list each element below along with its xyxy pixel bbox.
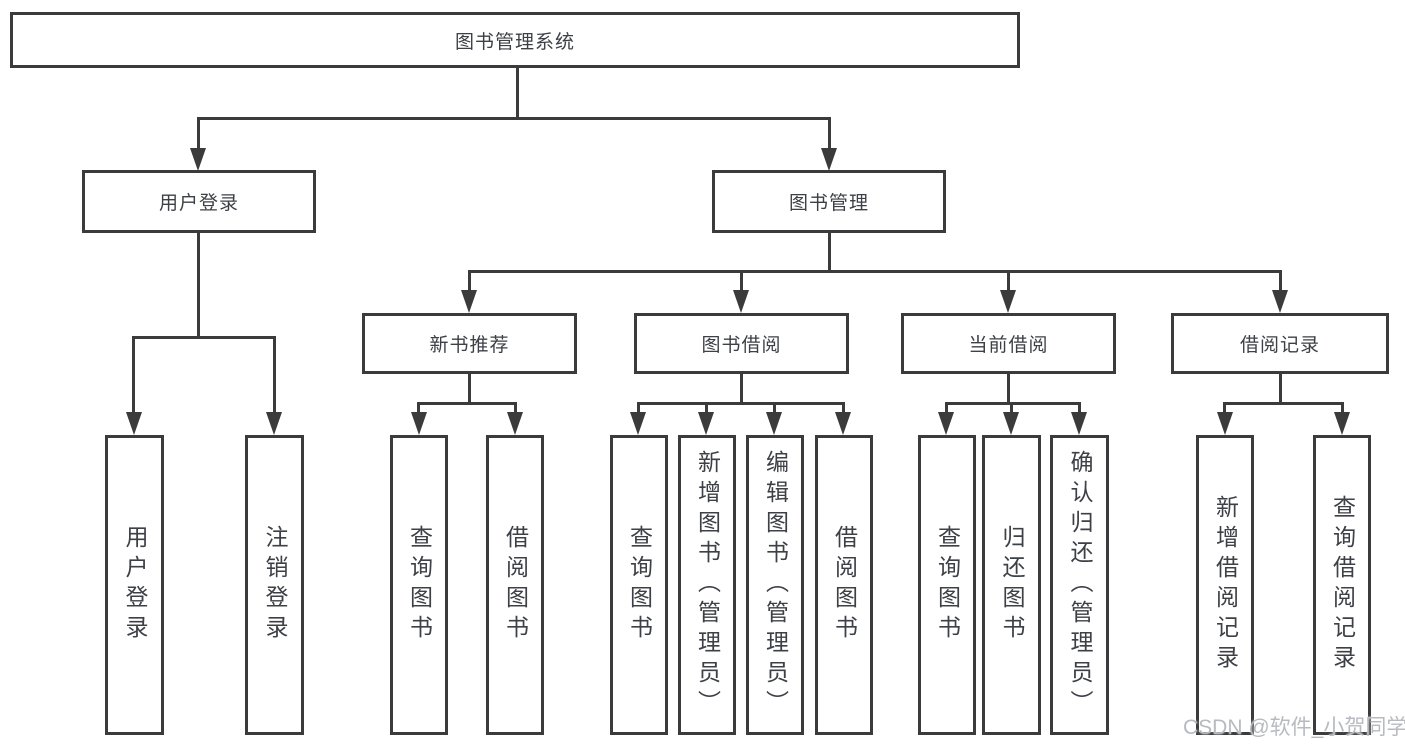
node-label: 借阅图书 xyxy=(831,525,858,645)
connector-line xyxy=(468,270,471,292)
leaf-confirm-return-admin: 确认归还（管理员） xyxy=(1050,435,1109,735)
leaf-borrow-book-2: 借阅图书 xyxy=(815,435,873,735)
node-book-management: 图书管理 xyxy=(712,170,946,233)
node-label: 新增图书（管理员） xyxy=(694,450,721,720)
node-label: 用户登录 xyxy=(158,193,239,214)
connector-line xyxy=(773,402,776,415)
connector-line xyxy=(740,374,743,405)
connector-line xyxy=(1223,402,1344,405)
arrow-down-icon xyxy=(821,148,837,171)
leaf-query-book-2: 查询图书 xyxy=(610,435,668,735)
connector-line xyxy=(1223,402,1226,415)
node-new-book-recommend: 新书推荐 xyxy=(362,313,577,374)
arrow-down-icon xyxy=(698,412,714,435)
node-label: 当前借阅 xyxy=(968,335,1049,356)
node-label: 查询图书 xyxy=(626,525,653,645)
arrow-down-icon xyxy=(1003,412,1019,435)
node-label: 新书推荐 xyxy=(429,335,510,356)
leaf-add-book-admin: 新增图书（管理员） xyxy=(678,435,736,735)
leaf-borrow-book-1: 借阅图书 xyxy=(486,435,544,735)
arrow-down-icon xyxy=(630,412,646,435)
node-current-borrow: 当前借阅 xyxy=(901,313,1116,374)
arrow-down-icon xyxy=(733,290,749,313)
leaf-add-borrow-record: 新增借阅记录 xyxy=(1196,435,1254,735)
connector-line xyxy=(828,233,831,273)
connector-line xyxy=(1279,374,1282,405)
arrow-down-icon xyxy=(411,412,427,435)
node-label: 新增借阅记录 xyxy=(1212,495,1239,675)
connector-line xyxy=(1007,374,1010,405)
connector-line xyxy=(468,270,1282,273)
node-root: 图书管理系统 xyxy=(10,12,1020,68)
node-label: 用户登录 xyxy=(122,525,148,645)
node-label: 编辑图书（管理员） xyxy=(762,450,789,720)
connector-line xyxy=(637,402,640,415)
connector-line xyxy=(516,68,519,119)
leaf-query-book-3: 查询图书 xyxy=(918,435,976,735)
arrow-down-icon xyxy=(461,290,477,313)
leaf-logout: 注销登录 xyxy=(245,435,304,735)
node-label: 借阅记录 xyxy=(1239,335,1320,356)
connector-line xyxy=(417,402,517,405)
arrow-down-icon xyxy=(1272,290,1288,313)
connector-line xyxy=(1010,402,1013,415)
node-label: 注销登录 xyxy=(262,525,288,645)
arrow-down-icon xyxy=(938,412,954,435)
connector-line xyxy=(705,402,708,415)
connector-line xyxy=(468,374,471,405)
node-label: 归还图书 xyxy=(999,525,1025,645)
connector-line xyxy=(197,117,200,151)
node-borrow-record: 借阅记录 xyxy=(1171,313,1389,374)
leaf-query-borrow-record: 查询借阅记录 xyxy=(1313,435,1371,735)
connector-line xyxy=(1078,402,1081,415)
leaf-query-book-1: 查询图书 xyxy=(390,435,448,735)
arrow-down-icon xyxy=(1217,412,1233,435)
arrow-down-icon xyxy=(835,412,851,435)
arrow-down-icon xyxy=(266,412,282,435)
connector-line xyxy=(637,402,845,405)
connector-line xyxy=(1007,270,1010,292)
node-label: 图书借阅 xyxy=(701,335,782,356)
connector-line xyxy=(197,233,200,338)
arrow-down-icon xyxy=(507,412,523,435)
node-book-borrow: 图书借阅 xyxy=(634,313,849,374)
node-label: 确认归还（管理员） xyxy=(1067,450,1093,720)
arrow-down-icon xyxy=(766,412,782,435)
watermark-text: CSDN @软件_小贺同学 xyxy=(1183,716,1405,739)
connector-line xyxy=(132,336,276,339)
node-label: 查询借阅记录 xyxy=(1329,495,1356,675)
connector-line xyxy=(740,270,743,292)
leaf-user-login: 用户登录 xyxy=(105,435,164,735)
node-label: 查询图书 xyxy=(406,525,433,645)
connector-line xyxy=(945,402,948,415)
node-user-login: 用户登录 xyxy=(82,170,316,233)
node-label: 图书管理 xyxy=(788,193,869,214)
connector-line xyxy=(842,402,845,415)
connector-line xyxy=(1279,270,1282,292)
connector-line xyxy=(1341,402,1344,415)
connector-line xyxy=(514,402,517,415)
node-label: 图书管理系统 xyxy=(454,31,575,53)
leaf-edit-book-admin: 编辑图书（管理员） xyxy=(746,435,804,735)
connector-line xyxy=(417,402,420,415)
arrow-down-icon xyxy=(190,148,206,171)
arrow-down-icon xyxy=(126,412,142,435)
connector-line xyxy=(132,336,135,414)
connector-line xyxy=(197,117,831,120)
arrow-down-icon xyxy=(1071,412,1087,435)
node-label: 借阅图书 xyxy=(502,525,529,645)
connector-line xyxy=(945,402,1081,405)
connector-line xyxy=(273,336,276,414)
connector-line xyxy=(828,117,831,151)
arrow-down-icon xyxy=(1334,412,1350,435)
arrow-down-icon xyxy=(1000,290,1016,313)
leaf-return-book: 归还图书 xyxy=(982,435,1041,735)
node-label: 查询图书 xyxy=(934,525,961,645)
